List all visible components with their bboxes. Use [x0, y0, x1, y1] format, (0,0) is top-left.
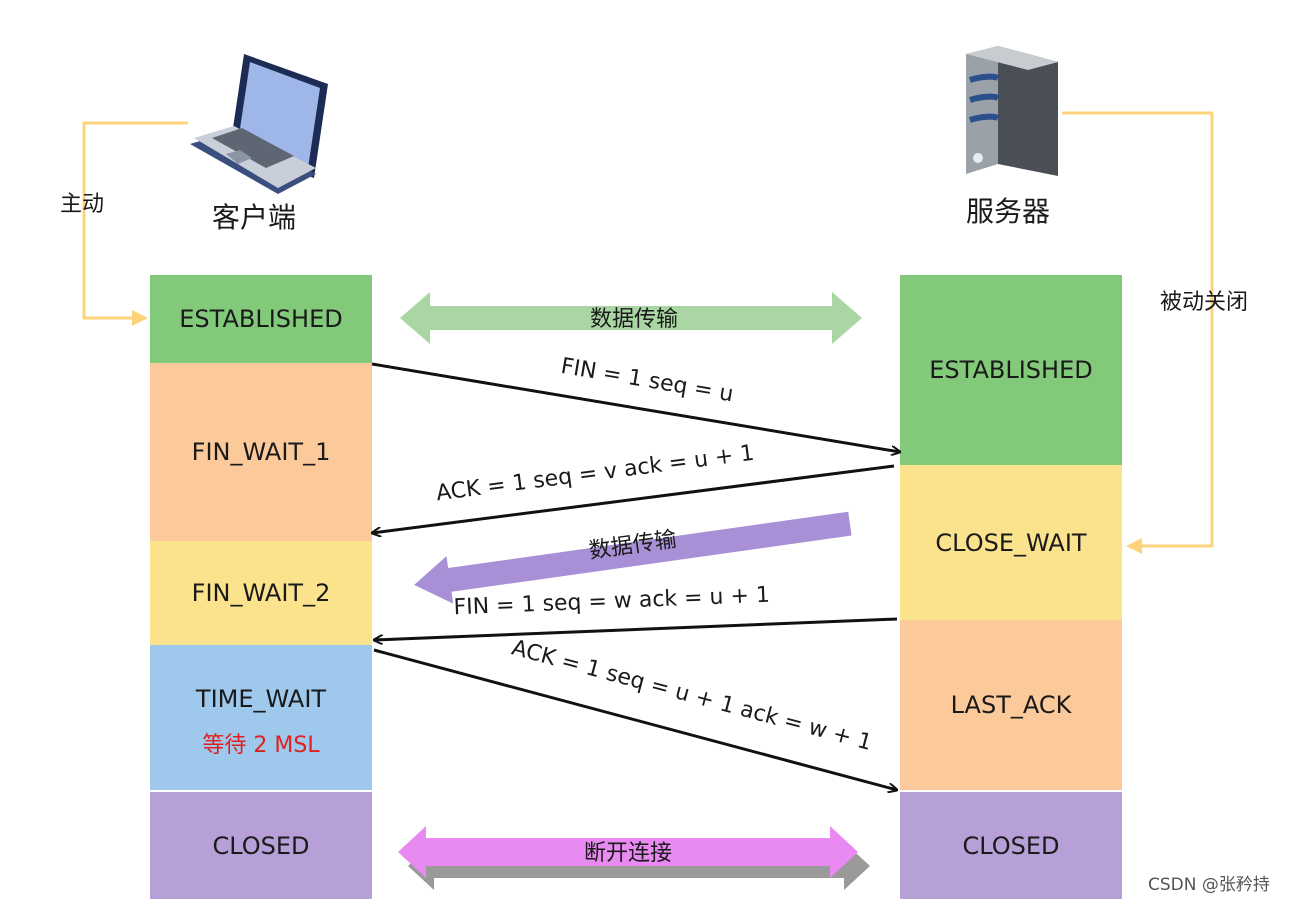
- disconnect-arrow-shape: [398, 826, 858, 878]
- client-state-label: FIN_WAIT_2: [191, 579, 331, 607]
- passive-close-label: 被动关闭: [1160, 290, 1249, 315]
- server-state-last-ack: LAST_ACK: [900, 620, 1122, 790]
- msg-ack-client-to-server-line: [373, 648, 897, 790]
- server-label: 服务器: [966, 195, 1051, 228]
- active-label: 主动: [60, 192, 105, 217]
- server-passive-arrowhead: [1126, 538, 1142, 554]
- server-state-closed: CLOSED: [900, 792, 1122, 899]
- disconnect-arrow-label: 断开连接: [584, 841, 672, 866]
- client-state-fin-wait-1: FIN_WAIT_1: [150, 363, 372, 541]
- client-state-fin-wait-2: FIN_WAIT_2: [150, 541, 372, 645]
- client-state-label: TIME_WAIT: [195, 684, 327, 713]
- msg-ack-server-to-client: ACK = 1 seq = v ack = u + 1: [372, 441, 895, 533]
- client-state-established: ESTABLISHED: [150, 275, 372, 363]
- server-state-close-wait: CLOSE_WAIT: [900, 465, 1122, 620]
- laptop-icon: [190, 54, 328, 194]
- msg-fin-client-to-server: FIN = 1 seq = u: [371, 354, 900, 452]
- client-state-closed: CLOSED: [150, 792, 372, 899]
- msg-ack-server-to-client-label: ACK = 1 seq = v ack = u + 1: [435, 441, 756, 507]
- server-state-established: ESTABLISHED: [900, 275, 1122, 465]
- server-icon: [966, 46, 1058, 176]
- server-passive-line: [1062, 111, 1214, 548]
- client-state-time-wait: TIME_WAIT 等待 2 MSL: [150, 645, 372, 790]
- client-active-arrowhead: [132, 310, 148, 326]
- client-label: 客户端: [212, 201, 297, 234]
- data-transfer-arrow-mid-shape: [414, 511, 852, 604]
- msg-fin-server-to-client-line: [374, 617, 898, 640]
- client-state-label: ESTABLISHED: [179, 305, 343, 333]
- msg-ack-client-to-server-label: ACK = 1 seq = u + 1 ack = w + 1: [509, 636, 875, 756]
- server-state-label: CLOSE_WAIT: [935, 528, 1087, 557]
- msg-ack-client-to-server: ACK = 1 seq = u + 1 ack = w + 1: [373, 636, 897, 790]
- server-state-label: ESTABLISHED: [929, 356, 1093, 384]
- msg-ack-server-to-client-line: [372, 464, 895, 533]
- data-transfer-arrow-top-label: 数据传输: [590, 307, 678, 332]
- msg-fin-server-to-client-label: FIN = 1 seq = w ack = u + 1: [453, 583, 770, 621]
- msg-fin-server-to-client: FIN = 1 seq = w ack = u + 1: [374, 583, 898, 640]
- client-active-line: [82, 121, 188, 320]
- time-wait-2msl-note: 等待 2 MSL: [202, 732, 320, 758]
- client-state-label: FIN_WAIT_1: [191, 438, 331, 466]
- watermark: CSDN @张矜持: [1148, 875, 1270, 895]
- data-transfer-arrow-top-shape: [400, 292, 862, 344]
- server-state-label: CLOSED: [962, 831, 1060, 860]
- msg-fin-client-to-server-line: [371, 362, 900, 452]
- server-state-label: LAST_ACK: [950, 691, 1072, 719]
- client-state-label: CLOSED: [212, 831, 310, 860]
- data-transfer-arrow-mid: 数据传输: [414, 511, 852, 604]
- data-transfer-arrow-top: 数据传输: [400, 292, 862, 344]
- disconnect-arrow: 断开连接: [398, 826, 870, 890]
